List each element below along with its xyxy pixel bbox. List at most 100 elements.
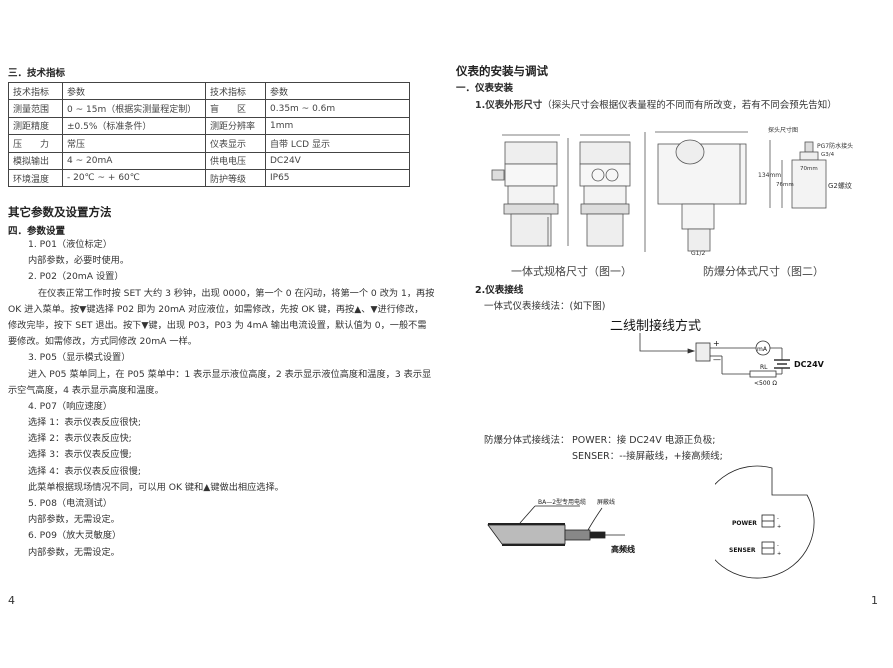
table-cell: DC24V <box>265 151 410 170</box>
table-cell: 盲 区 <box>205 99 266 118</box>
gland-label: PG7防水接头 <box>817 142 853 150</box>
table-header: 参数 <box>62 81 206 101</box>
parameter-settings-text: 1. P01（液位标定） 内部参数，必要时使用。 2. P02（20mA 设置）… <box>8 237 434 561</box>
power-minus: - <box>777 516 779 522</box>
table-cell: 4 ~ 20mA <box>62 151 206 170</box>
other-params-heading: 其它参数及设置方法 <box>8 205 112 219</box>
senser-terminal-label: SENSER <box>729 547 756 554</box>
paragraph: OK 进入菜单。按▼键选择 P02 即为 20mA 对应液位，如需修改，先按 O… <box>8 303 424 315</box>
table-cell: 仪表显示 <box>205 134 266 153</box>
shield-label: 屏蔽线 <box>597 498 615 506</box>
table-cell: ±0.5%（标准条件） <box>62 116 206 136</box>
table-cell: 测距精度 <box>8 116 63 136</box>
wiring-diagram-title: 二线制接线方式 <box>610 318 701 334</box>
table-cell: 环境温度 <box>8 168 63 188</box>
table-cell: 压 力 <box>8 134 63 153</box>
install-title: 仪表的安装与调试 <box>456 64 548 78</box>
table-cell: 模拟输出 <box>8 151 63 170</box>
probe-drawing: 探头尺寸图 PG7防水接头 G3/4 70mm 134mm 76mm G2螺纹 <box>758 126 853 209</box>
g12-label: G1/2 <box>691 250 705 257</box>
paragraph: 进入 P05 菜单同上，在 P05 菜单中：1 表示显示液位高度，2 表示显示液… <box>28 368 432 380</box>
paragraph: 选择 1：表示仪表反应很快; <box>28 417 141 429</box>
explosion-senser-text: SENSER：--接屏蔽线，+接高频线; <box>572 451 723 462</box>
table-cell: 测量范围 <box>8 99 63 118</box>
section4-title: 四．参数设置 <box>8 226 66 237</box>
milliamp-meter-label: mA <box>757 346 768 353</box>
page-number-right: 1 <box>871 594 878 607</box>
table-cell: 自带 LCD 显示 <box>265 134 410 153</box>
senser-plus: + <box>777 551 781 557</box>
paragraph: 示空气高度，4 表示显示高度和温度。 <box>8 384 164 396</box>
paragraph: 内部参数，必要时使用。 <box>28 255 130 267</box>
dimensions-heading: 1.仪表外形尺寸（探头尺寸会根据仪表量程的不同而有所改变，若有不同会预先告知） <box>475 97 837 111</box>
list-item: 6. P09（放大灵敏度） <box>28 530 122 542</box>
g34-label: G3/4 <box>821 152 835 158</box>
table-cell: 1mm <box>265 116 410 136</box>
table-cell: IP65 <box>265 168 410 188</box>
integrated-side-view <box>579 134 631 247</box>
list-item: 4. P07（响应速度） <box>28 400 113 412</box>
thread-label: G2螺纹 <box>828 181 852 190</box>
figure2-caption: 防爆分体式尺寸（图二） <box>703 265 824 278</box>
paragraph: 内部参数，无需设定。 <box>28 514 120 526</box>
table-header-row: 技术指标 参数 技术指标 参数 <box>8 81 410 101</box>
table-cell: 0.35m ~ 0.6m <box>265 99 410 118</box>
table-header: 技术指标 <box>205 81 266 101</box>
height-134-label: 134mm <box>758 172 781 179</box>
integrated-front-view <box>491 134 569 247</box>
explosion-wiring-label: 防爆分体式接线法： <box>484 435 570 446</box>
two-wire-diagram: 二线制接线方式 mA DC24V RL <500 Ω + — <box>610 318 825 387</box>
paragraph: 选择 4：表示仪表反应很慢; <box>28 465 141 477</box>
list-item: 1. P01（液位标定） <box>28 239 113 250</box>
figure1-caption: 一体式规格尺寸（图一） <box>511 265 632 278</box>
sub1-title: 1.仪表外形尺寸 <box>475 100 543 111</box>
high-frequency-label: 高频线 <box>611 544 635 554</box>
plus-sign: + <box>713 339 720 348</box>
cable-label: BA—2型专用电缆 <box>538 498 586 506</box>
list-item: 2. P02（20mA 设置） <box>28 271 124 283</box>
explosion-proof-view: G1/2 <box>644 131 748 257</box>
table-cell: - 20℃ ~ + 60℃ <box>62 168 206 188</box>
paragraph: 要修改。如需修改，方式同修改 20mA 一样。 <box>8 336 197 348</box>
terminal-block-diagram: POWER SENSER - + - + <box>715 465 815 579</box>
table-cell: 供电电压 <box>205 151 266 170</box>
dimension-drawings: G1/2 探头尺寸图 PG7防水接头 G3/4 70mm 134mm 76mm … <box>491 126 853 257</box>
section1-title: 一．仪表安装 <box>456 83 514 94</box>
table-header: 技术指标 <box>8 81 63 101</box>
power-terminal-label: POWER <box>732 520 757 527</box>
paragraph: 选择 2：表示仪表反应快; <box>28 433 132 445</box>
table-cell: 常压 <box>62 134 206 153</box>
list-item: 5. P08（电流测试） <box>28 498 113 509</box>
supply-label: DC24V <box>794 360 825 369</box>
diameter-label: 70mm <box>800 166 818 172</box>
paragraph: 此菜单根据现场情况不同，可以用 OK 键和▲键做出相应选择。 <box>28 481 284 493</box>
section3-title: 三．技术指标 <box>8 68 66 79</box>
sub1-note: （探头尺寸会根据仪表量程的不同而有所改变，若有不同会预先告知） <box>542 100 837 111</box>
resistance-label: <500 Ω <box>754 380 777 387</box>
table-header: 参数 <box>265 81 410 101</box>
paragraph: 内部参数，无需设定。 <box>28 546 120 558</box>
paragraph: 在仪表正常工作时按 SET 大约 3 秒钟，出现 0000，第一个 0 在闪动，… <box>38 287 435 299</box>
explosion-power-text: POWER：接 DC24V 电源正负极; <box>572 435 716 446</box>
minus-sign: — <box>713 355 721 364</box>
table-row: 压 力常压仪表显示自带 LCD 显示 <box>8 134 410 153</box>
table-cell: 0 ~ 15m（根据实测量程定制） <box>62 99 206 118</box>
height-76-label: 76mm <box>776 182 794 188</box>
table-cell: 防护等级 <box>205 168 266 188</box>
sub2-title: 2.仪表接线 <box>475 285 524 296</box>
cable-diagram: BA—2型专用电缆 屏蔽线 高频线 <box>487 498 635 554</box>
paragraph: 选择 3：表示仪表反应慢; <box>28 449 132 461</box>
page-number-left: 4 <box>8 594 15 607</box>
senser-minus: - <box>777 543 779 549</box>
probe-title: 探头尺寸图 <box>768 126 798 134</box>
table-cell: 测距分辨率 <box>205 116 266 136</box>
paragraph: 修改完毕，按下 SET 退出。按下▼键，出现 P03，P03 为 4mA 输出电… <box>8 319 427 331</box>
resistor-label: RL <box>760 364 768 371</box>
power-plus: + <box>777 524 781 530</box>
list-item: 3. P05（显示模式设置） <box>28 352 131 364</box>
